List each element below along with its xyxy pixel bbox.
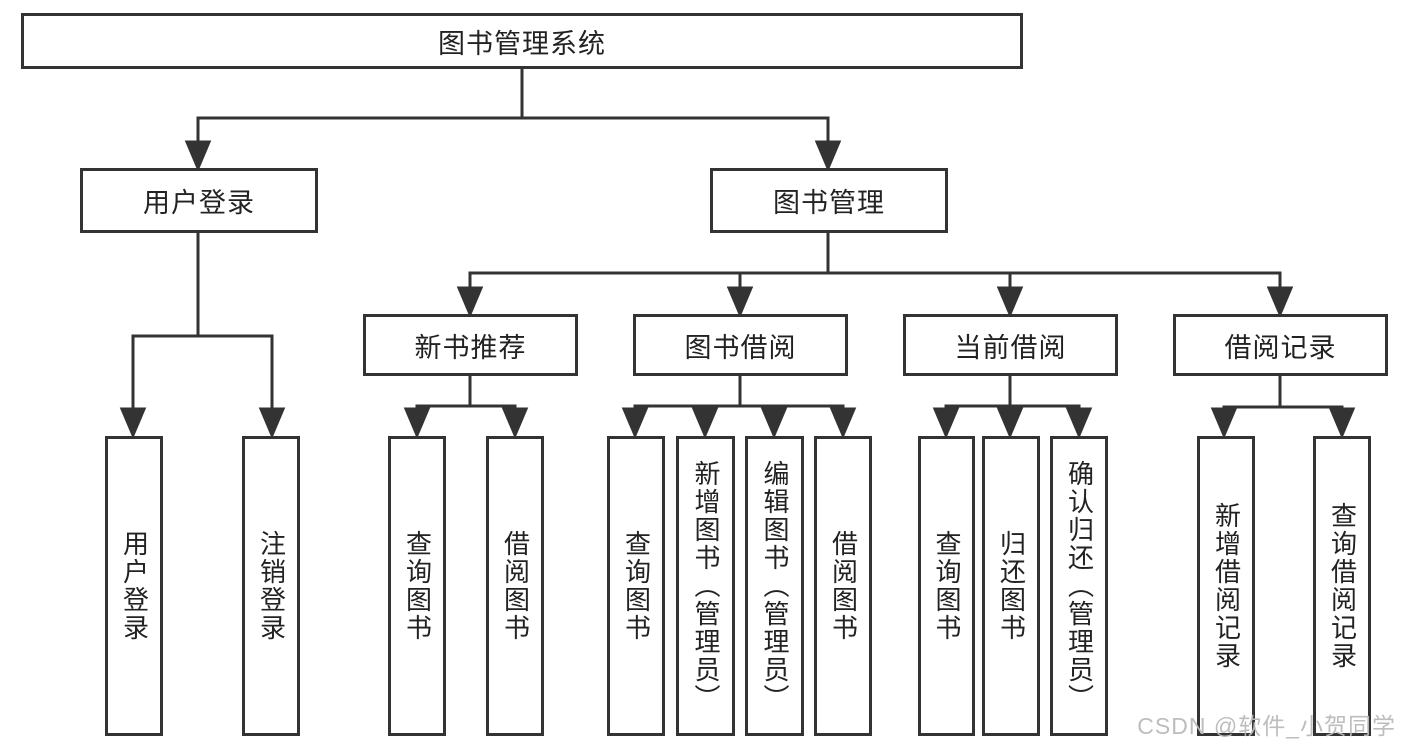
leaf-edit-books-admin: 编辑图书（管理员） — [745, 436, 804, 736]
node-label: 新书推荐 — [414, 332, 527, 363]
leaf-query-books: 查询图书 — [607, 436, 665, 736]
node-label: 图书借阅 — [684, 332, 797, 363]
connector-user-login-children — [119, 233, 286, 439]
arrowhead-leaf — [1210, 407, 1238, 439]
arrowhead-leaf — [829, 407, 857, 439]
node-label: 图书管理 — [773, 188, 885, 218]
connector-borrow-records-children — [1210, 376, 1356, 439]
arrowhead-leaf — [621, 407, 649, 439]
node-label: 借阅记录 — [1224, 332, 1337, 363]
leaf-label: 编辑图书（管理员） — [760, 460, 791, 712]
arrowhead-book-borrow — [726, 286, 754, 318]
leaf-query-borrow-record: 查询借阅记录 — [1313, 436, 1371, 736]
arrowhead-leaf — [501, 407, 529, 439]
node-borrow-records: 借阅记录 — [1173, 314, 1388, 376]
connector-new-recommend-children — [403, 376, 529, 439]
leaf-return-books: 归还图书 — [982, 436, 1040, 736]
leaf-confirm-return-admin: 确认归还（管理员） — [1050, 436, 1108, 736]
arrowhead-leaf — [258, 407, 286, 439]
leaf-borrow-books: 借阅图书 — [814, 436, 872, 736]
connector-book-borrow-children — [621, 376, 857, 439]
connector-book-mgmt-children — [456, 233, 1294, 318]
node-book-management: 图书管理 — [710, 168, 948, 233]
leaf-label: 确认归还（管理员） — [1064, 460, 1095, 712]
arrowhead-leaf — [403, 407, 431, 439]
leaf-user-login: 用户登录 — [105, 436, 163, 736]
arrowhead-new-recommend — [456, 286, 484, 318]
leaf-query-books: 查询图书 — [388, 436, 446, 736]
arrowhead-leaf — [119, 407, 147, 439]
leaf-borrow-books: 借阅图书 — [486, 436, 544, 736]
connector-current-borrow-children — [932, 376, 1093, 439]
leaf-label: 借阅图书 — [828, 530, 859, 642]
leaf-label: 用户登录 — [119, 530, 150, 642]
arrowhead-leaf — [996, 407, 1024, 439]
node-user-login: 用户登录 — [80, 168, 318, 233]
arrowhead-leaf — [932, 407, 960, 439]
arrowhead-borrow-records — [1266, 286, 1294, 318]
leaf-label: 查询图书 — [402, 530, 433, 642]
leaf-label: 归还图书 — [996, 530, 1027, 642]
arrowhead-leaf — [1328, 407, 1356, 439]
leaf-query-books: 查询图书 — [918, 436, 975, 736]
leaf-label: 查询图书 — [932, 530, 963, 642]
leaf-logout: 注销登录 — [242, 436, 300, 736]
leaf-label: 借阅图书 — [500, 530, 531, 642]
node-label: 用户登录 — [143, 188, 255, 218]
leaf-add-books-admin: 新增图书（管理员） — [676, 436, 735, 736]
arrowhead-user-login — [184, 140, 212, 172]
node-current-borrow: 当前借阅 — [903, 314, 1118, 376]
node-book-borrow: 图书借阅 — [633, 314, 848, 376]
node-library-system: 图书管理系统 — [21, 13, 1023, 69]
leaf-label: 查询图书 — [621, 530, 652, 642]
leaf-label: 注销登录 — [256, 530, 287, 642]
csdn-watermark: CSDN @软件_小贺同学 — [1137, 713, 1396, 739]
arrowhead-current-borrow — [996, 286, 1024, 318]
arrowhead-leaf — [1065, 407, 1093, 439]
leaf-label: 新增图书（管理员） — [691, 460, 722, 712]
leaf-label: 查询借阅记录 — [1327, 502, 1358, 670]
leaf-label: 新增借阅记录 — [1211, 502, 1242, 670]
node-new-book-recommend: 新书推荐 — [363, 314, 578, 376]
node-label: 当前借阅 — [954, 332, 1067, 363]
arrowhead-leaf — [760, 407, 788, 439]
arrowhead-book-mgmt — [814, 140, 842, 172]
arrowhead-leaf — [691, 407, 719, 439]
node-label: 图书管理系统 — [438, 28, 606, 59]
connector-root-to-level2 — [184, 68, 842, 172]
leaf-add-borrow-record: 新增借阅记录 — [1197, 436, 1255, 736]
